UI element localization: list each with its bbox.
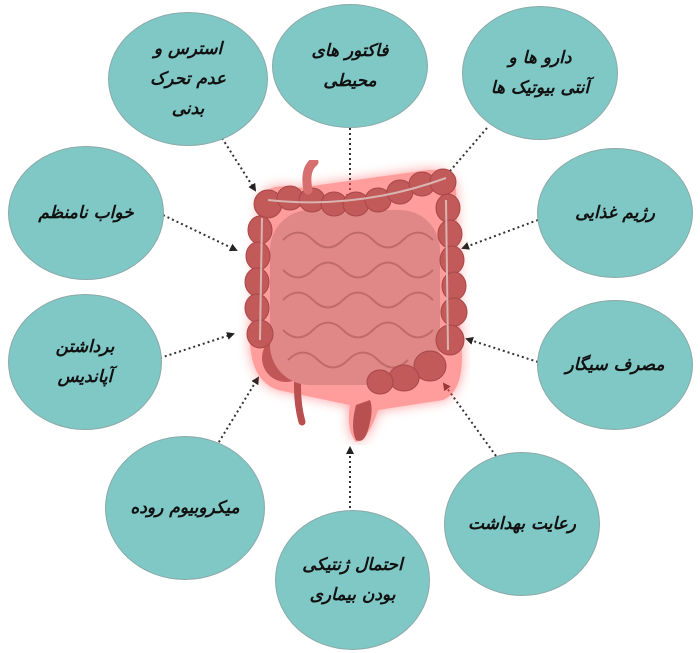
factor-smoking-label: مصرف سیگار [565, 355, 665, 375]
factor-smoking: مصرف سیگار [537, 300, 693, 430]
factor-drugs-label: دارو ها و آنتی بیوتیک ها [490, 48, 590, 98]
factor-stress-label: استرس و عدم تحرک بدنی [150, 39, 226, 119]
factor-environmental-label: فاکتور های محیطی [311, 41, 389, 91]
factor-drugs-antibiotics: دارو ها و آنتی بیوتیک ها [462, 6, 618, 140]
factor-hygiene: رعایت بهداشت [444, 452, 600, 596]
factor-genetic-label: احتمال ژنتیکی بودن بیماری [302, 555, 403, 605]
arrow-diet [461, 219, 539, 250]
factor-genetic: احتمال ژنتیکی بودن بیماری [275, 510, 430, 650]
factor-diet-label: رژیم غذایی [575, 203, 655, 223]
factor-appendectomy: برداشتن آپاندیس [8, 294, 162, 430]
factor-gut-microbiome: میکروبیوم روده [105, 436, 265, 580]
factor-environmental: فاکتور های محیطی [272, 4, 428, 128]
arrow-stress [221, 137, 257, 192]
factor-microbiome-label: میکروبیوم روده [130, 498, 240, 518]
factor-hygiene-label: رعایت بهداشت [467, 514, 577, 534]
factor-diet: رژیم غذایی [537, 148, 693, 278]
intestine-illustration [244, 160, 468, 443]
arrow-sleep [162, 214, 238, 252]
factor-appendectomy-label: برداشتن آپاندیس [55, 337, 115, 387]
factor-stress: استرس و عدم تحرک بدنی [108, 12, 268, 146]
factor-sleep-label: خواب نامنظم [38, 203, 134, 223]
arrow-smoking [465, 337, 539, 363]
arrow-appendix [159, 332, 235, 359]
factor-sleep: خواب نامنظم [8, 146, 164, 280]
arrow-drugs [442, 127, 488, 180]
